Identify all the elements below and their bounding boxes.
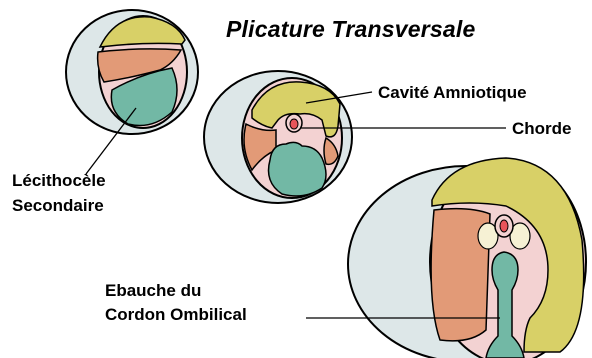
diagram-title: Plicature Transversale	[226, 18, 475, 41]
label-cavite-amniotique: Cavité Amniotique	[378, 84, 527, 101]
label-ebauche-line2: Cordon Ombilical	[105, 306, 247, 323]
label-ebauche-line1: Ebauche du	[105, 282, 201, 299]
embryo-stage-1	[66, 10, 198, 134]
label-lecithocele-line2: Secondaire	[12, 197, 104, 214]
label-lecithocele-line1: Lécithocèle	[12, 172, 106, 189]
embryo-stage-3	[348, 158, 586, 358]
notochord-3	[500, 220, 508, 232]
notochord-2	[290, 119, 298, 129]
label-chorde: Chorde	[512, 120, 572, 137]
embryo-stage-2	[204, 71, 352, 203]
